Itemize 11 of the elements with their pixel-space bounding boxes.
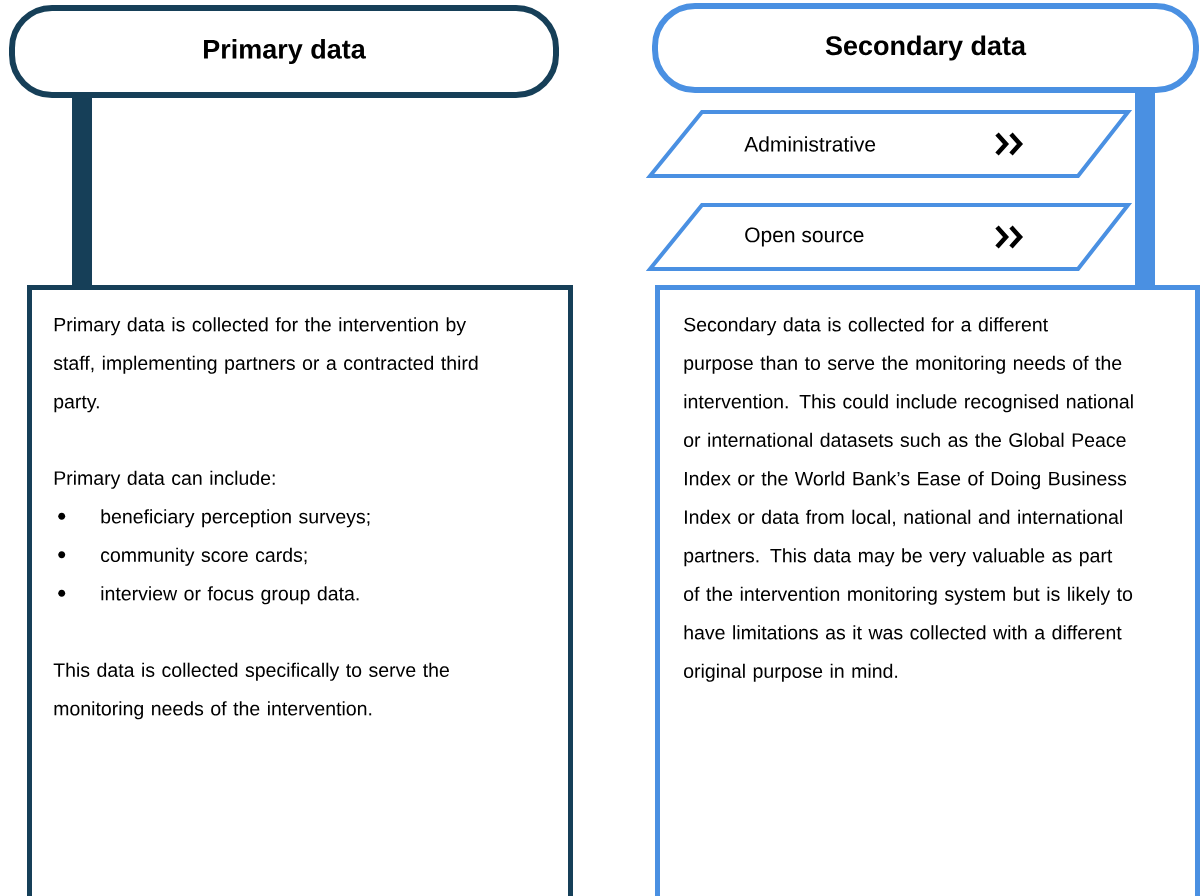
paragraph: Primary data can include:: [54, 470, 275, 489]
bullet-item: community score cards;: [58, 547, 307, 566]
paragraph: Secondary data is collected for a different purpose than to serve the monitoring needs of the intervention. This could include recognised national or international datasets such as the Global Peace Index or the World Bank’s Ease of Doing Business Index or data from local, national and international partners. This data may be very valuable as part of the intervention monitoring system but is likely to have limitations as it was collected with a different original purpose in mind.: [684, 317, 1133, 682]
paragraph: Primary data is collected for the intervention by staff, implementing partners or a contracted third party.: [53, 317, 478, 413]
paragraph: This data is collected specifically to serve the monitoring needs of the intervention.: [53, 662, 449, 720]
bullet-item: beneficiary perception surveys;: [58, 509, 370, 528]
header-box: Secondary data: [652, 3, 1199, 93]
connector-bar: [1135, 93, 1155, 285]
header-box: Primary data: [9, 5, 559, 98]
bullet-item: interview or focus group data.: [58, 586, 359, 605]
connector-bar: [72, 98, 92, 285]
